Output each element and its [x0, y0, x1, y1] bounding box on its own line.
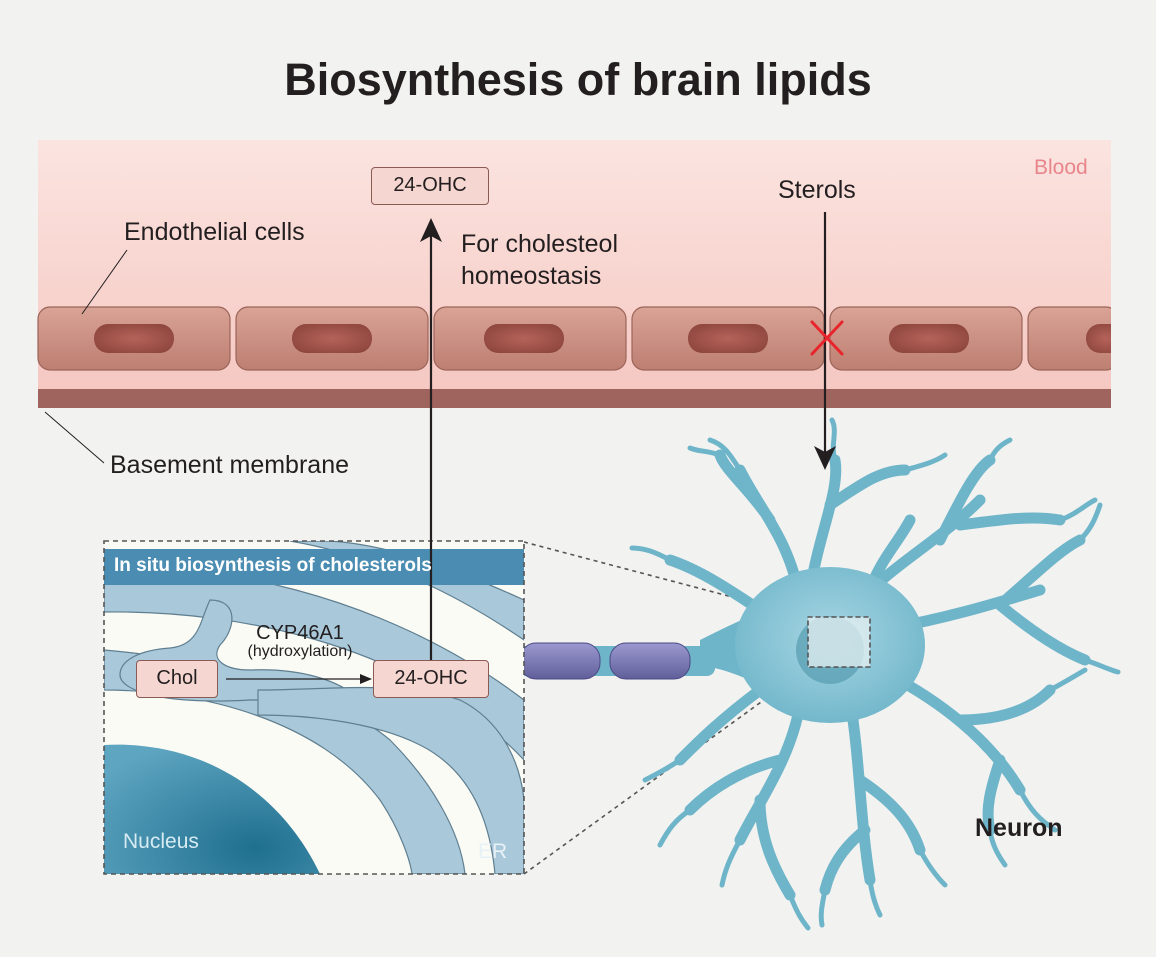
nucleus-label: Nucleus [123, 830, 199, 853]
blood-24-ohc-box: 24-OHC [371, 167, 489, 205]
figure-title: Biosynthesis of brain lipids [284, 54, 872, 105]
endothelial-nucleus [889, 324, 969, 353]
zoom-line-top [523, 541, 809, 618]
endothelial-cell-layer [37, 300, 1156, 380]
neuron-cell [629, 417, 1121, 931]
er-label: ER [478, 840, 508, 863]
homeostasis-label-line1: For cholesteol [461, 230, 619, 258]
endothelial-nucleus [484, 324, 564, 353]
homeostasis-label-line2: homeostasis [461, 262, 602, 290]
inset-nucleus [104, 744, 320, 874]
blocked-x-icon [810, 320, 844, 356]
efflux-arrowhead [420, 218, 442, 242]
zoom-region-marker [807, 616, 871, 668]
inset-header: In situ biosynthesis of cholesterols [114, 555, 432, 576]
chol-box: Chol [136, 660, 218, 698]
basement-membrane-label: Basement membrane [110, 451, 350, 479]
inset-24-ohc-box: 24-OHC [373, 660, 489, 698]
inset-panel [104, 541, 524, 874]
axon [515, 642, 715, 680]
endothelial-pointer [81, 249, 128, 315]
basement-membrane [38, 389, 1111, 408]
myelin-sheath [609, 642, 691, 680]
inset-header-bar [104, 549, 524, 585]
zoom-line-bottom [523, 667, 809, 875]
endothelial-cells-label: Endothelial cells [124, 218, 305, 246]
inset-frame [103, 540, 525, 875]
enzyme-name: CYP46A1 [256, 622, 344, 644]
sterols-label: Sterols [778, 176, 856, 204]
dendrite-tips [629, 417, 1121, 931]
blood-label: Blood [1034, 156, 1088, 179]
myelin-sheath [519, 642, 601, 680]
basement-pointer [44, 411, 105, 464]
endothelial-nucleus [292, 324, 372, 353]
enzyme-label: CYP46A1 (hydroxylation) [220, 622, 380, 661]
reaction-type: (hydroxylation) [247, 643, 353, 660]
endothelial-nucleus [94, 324, 174, 353]
neuron-label: Neuron [975, 814, 1063, 842]
endothelial-nucleus [688, 324, 768, 353]
sterols-arrowhead [814, 446, 836, 470]
reaction-arrowhead [360, 674, 372, 684]
